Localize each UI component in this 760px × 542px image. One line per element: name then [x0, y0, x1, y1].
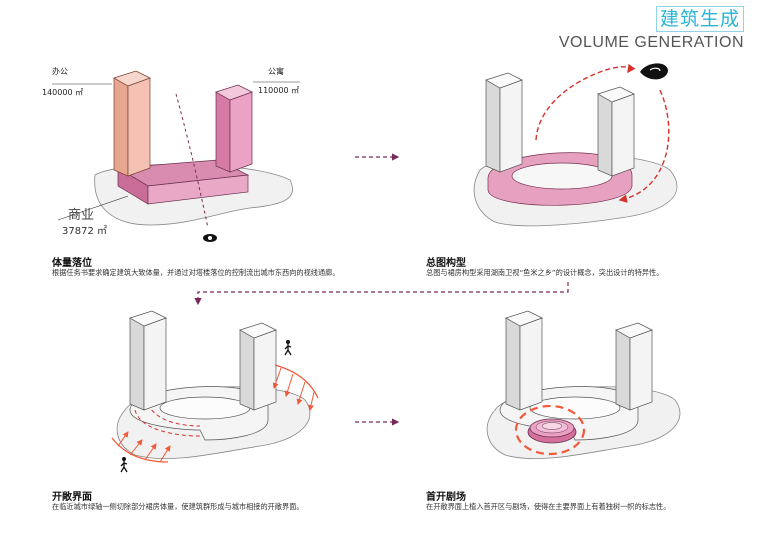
highlight-ring-dashed: [514, 404, 586, 456]
section-title-cn: 建筑生成: [655, 6, 744, 32]
open-edge-arc: [274, 364, 319, 399]
apartment-tower-front: [215, 91, 231, 173]
fish-arrow-path: [535, 63, 636, 141]
tower-right-front: [597, 93, 613, 177]
tower-left-top: [505, 310, 543, 327]
tower-right-top: [597, 86, 635, 103]
panel-4-description: 在开敞界面上植入首开区与剧场，使得在主要界面上有着独树一帜的标志性。: [426, 502, 671, 511]
office-tower-top: [113, 70, 151, 87]
podium-courtyard: [159, 396, 251, 420]
panel-3-heading: 开敞界面: [52, 492, 92, 503]
podium-courtyard: [511, 162, 613, 190]
tower-right-side: [611, 93, 635, 177]
panel-3-description: 在临近城市绿轴一侧切除部分裙房体量，使建筑群形成与城市相接的开敞界面。: [52, 502, 304, 511]
office-area-label: 140000 ㎡: [42, 88, 84, 97]
apartment-tower-top: [215, 84, 253, 101]
panel-2-drawing: [473, 63, 678, 227]
tower-left-front: [485, 79, 501, 173]
tower-right-top: [239, 322, 277, 339]
office-tower-front: [113, 77, 129, 177]
apartment-area-label: 110000 ㎡: [258, 86, 300, 95]
tower-left-front: [129, 317, 145, 411]
panel-2-heading: 总图构型: [426, 258, 466, 269]
tower-left-front: [505, 317, 521, 411]
cut-line-dashed: [134, 409, 201, 437]
tower-left-top: [485, 72, 523, 89]
fish-icon: [640, 63, 668, 80]
office-tower-side: [127, 77, 151, 177]
panel-1-description: 根据任务书要求确定建筑大致体量，并通过对塔楼落位的控制流出城市东西向的视线通廊。: [52, 268, 340, 277]
tower-right-front: [615, 329, 631, 411]
panel-4-heading: 首开剧场: [426, 492, 466, 503]
office-label: 办公: [52, 67, 68, 76]
tower-left-top: [129, 310, 167, 327]
pedestrian-icon: [284, 340, 292, 356]
sightline-dashed: [175, 93, 209, 229]
theater-volume: [527, 418, 577, 444]
tower-right-top: [615, 322, 653, 339]
panel-2-description: 总图与裙房构型采用湖南卫视“鱼米之乡”的设计概念，突出设计的特异性。: [426, 268, 664, 277]
panel-3-drawing: [111, 310, 319, 473]
commercial-label: 商业: [68, 208, 95, 223]
open-edge-arc: [111, 437, 169, 463]
apartment-tower-side: [229, 91, 253, 173]
panel-1-drawing: [52, 70, 300, 242]
podium-courtyard: [529, 396, 621, 420]
eye-icon: [203, 234, 217, 242]
section-title-en: VOLUME GENERATION: [558, 34, 744, 51]
tower-right-side: [629, 329, 653, 411]
tower-right-side: [253, 329, 277, 411]
commercial-area-label: 37872 ㎡: [62, 226, 107, 237]
pedestrian-icon: [120, 457, 128, 473]
fish-arrow-path: [618, 89, 670, 203]
apartment-label: 公寓: [268, 67, 284, 76]
podium-side: [147, 174, 249, 205]
panel-1-heading: 体量落位: [52, 258, 92, 269]
tower-left-side: [499, 79, 523, 173]
tower-left-side: [143, 317, 167, 411]
tower-right-front: [239, 329, 255, 411]
panel-4-drawing: [486, 310, 681, 460]
flow-arrow-2: [194, 282, 569, 306]
tower-left-side: [519, 317, 543, 411]
